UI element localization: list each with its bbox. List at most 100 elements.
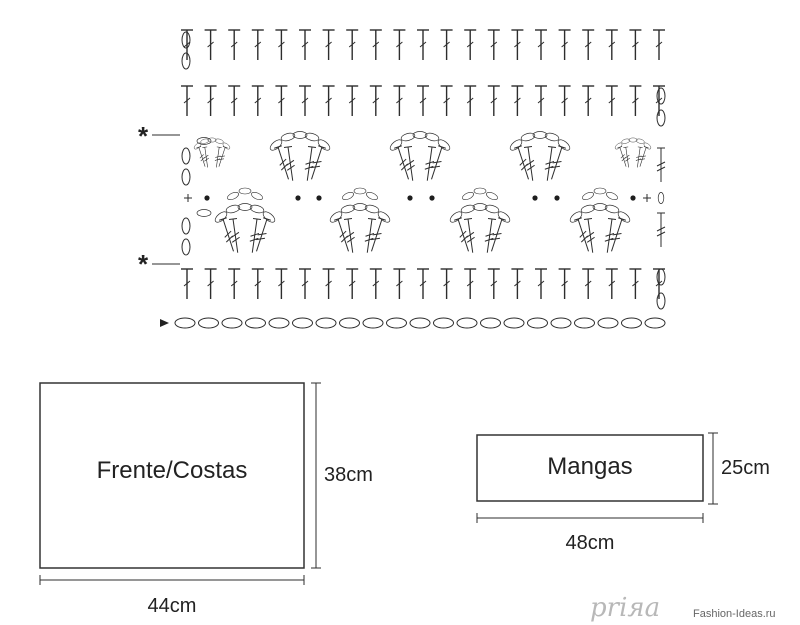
double-crochet-stitch — [652, 29, 666, 61]
double-crochet-stitch — [392, 29, 407, 61]
turning-chain-stitch — [181, 238, 191, 256]
double-crochet-stitch — [345, 268, 359, 300]
double-crochet-stitch — [203, 85, 218, 117]
double-crochet-stitch — [628, 29, 643, 61]
foundation-chain-stitch — [574, 317, 595, 329]
double-crochet-stitch — [274, 29, 289, 61]
double-crochet-stitch — [510, 85, 525, 117]
front-back-height-label: 38cm — [324, 464, 373, 486]
double-crochet-stitch — [463, 268, 477, 300]
double-crochet-stitch — [392, 85, 407, 117]
foundation-chain-stitch — [386, 317, 407, 329]
slip-stitch-dot — [554, 195, 560, 201]
foundation-chain-stitch — [339, 317, 360, 329]
sleeves-width-label: 48cm — [566, 532, 615, 554]
front-back-width-label: 44cm — [148, 595, 197, 617]
double-crochet-stitch — [557, 29, 572, 61]
chain-stitch — [225, 190, 241, 202]
double-crochet-stitch — [605, 268, 619, 300]
double-crochet-stitch — [227, 29, 241, 61]
shell-fan-partial — [193, 138, 231, 168]
foundation-chain-stitch — [621, 317, 642, 329]
double-crochet-stitch — [510, 29, 525, 61]
double-crochet-stitch — [227, 268, 241, 300]
double-crochet-stitch — [345, 85, 359, 117]
turning-chain-stitch — [181, 52, 191, 70]
double-crochet-stitch — [321, 85, 336, 117]
foundation-chain-stitch — [503, 317, 525, 329]
front-back-label: Frente/Costas — [97, 457, 248, 484]
double-crochet-stitch — [416, 85, 430, 117]
double-crochet-stitch — [369, 268, 383, 300]
front-back-piece — [39, 382, 305, 569]
double-crochet-stitch — [251, 29, 265, 61]
double-crochet-stitch — [534, 29, 548, 61]
double-crochet-stitch — [369, 85, 383, 117]
foundation-chain-stitch — [362, 317, 384, 329]
turning-chain-stitch — [181, 147, 191, 165]
slip-stitch-dot — [204, 195, 210, 201]
sleeves-height-label: 25cm — [721, 457, 770, 479]
treble-crochet-stitch — [656, 212, 666, 248]
sleeves-label: Mangas — [547, 453, 632, 480]
double-crochet-stitch — [628, 85, 643, 117]
double-crochet-stitch — [463, 85, 477, 117]
chain-stitch — [340, 190, 356, 202]
turning-chain-stitch — [656, 268, 666, 286]
double-crochet-stitch — [298, 268, 312, 300]
shell-fan — [508, 132, 571, 182]
watermark-script: priяa — [590, 593, 660, 623]
shell-fan — [268, 132, 331, 182]
double-crochet-stitch — [392, 268, 407, 300]
double-crochet-stitch — [487, 85, 501, 117]
foundation-chain-stitch — [292, 317, 313, 329]
slip-stitch-dot — [407, 195, 413, 201]
double-crochet-stitch — [581, 85, 595, 117]
chain-stitch — [484, 190, 500, 202]
foundation-chain-stitch — [315, 317, 337, 329]
foundation-chain-stitch — [409, 317, 431, 329]
double-crochet-stitch — [439, 29, 454, 61]
slip-stitch-dot — [429, 195, 435, 201]
slip-stitch-dot — [630, 195, 636, 201]
double-crochet-stitch — [369, 29, 383, 61]
double-crochet-stitch — [487, 268, 501, 300]
foundation-chain-stitch — [198, 317, 219, 329]
turning-chain-stitch — [181, 217, 191, 235]
double-crochet-stitch — [463, 29, 477, 61]
foundation-chain-stitch — [597, 317, 619, 329]
double-crochet-stitch — [439, 85, 454, 117]
foundation-chain-stitch — [174, 317, 196, 329]
foundation-chain-stitch — [527, 317, 548, 329]
double-crochet-stitch — [274, 268, 289, 300]
turning-chain-stitch — [657, 192, 665, 204]
turning-chain-stitch — [656, 109, 666, 127]
stitch-chart — [174, 29, 666, 329]
double-crochet-stitch — [416, 29, 430, 61]
foundation-chain-stitch — [268, 317, 290, 329]
double-crochet-stitch — [298, 85, 312, 117]
double-crochet-stitch — [581, 268, 595, 300]
chain-stitch — [196, 209, 212, 217]
double-crochet-stitch — [534, 85, 548, 117]
shell-fan — [328, 204, 391, 254]
double-crochet-stitch — [439, 268, 454, 300]
slip-stitch-dot — [316, 195, 322, 201]
double-crochet-stitch — [416, 268, 430, 300]
turning-chain-stitch — [181, 168, 191, 186]
chain-stitch — [353, 187, 367, 195]
double-crochet-stitch — [605, 29, 619, 61]
foundation-chain-stitch — [245, 317, 266, 329]
foundation-chain-stitch — [456, 317, 478, 329]
double-crochet-stitch — [557, 268, 572, 300]
double-crochet-stitch — [251, 268, 265, 300]
shell-fan — [213, 204, 276, 254]
double-crochet-stitch — [487, 29, 501, 61]
double-crochet-stitch — [203, 268, 218, 300]
start-arrow-icon — [160, 319, 169, 327]
shell-fan — [448, 204, 511, 254]
double-crochet-stitch — [321, 268, 336, 300]
foundation-chain-stitch — [480, 317, 501, 329]
slip-stitch-dot — [295, 195, 301, 201]
chain-stitch — [473, 187, 487, 195]
